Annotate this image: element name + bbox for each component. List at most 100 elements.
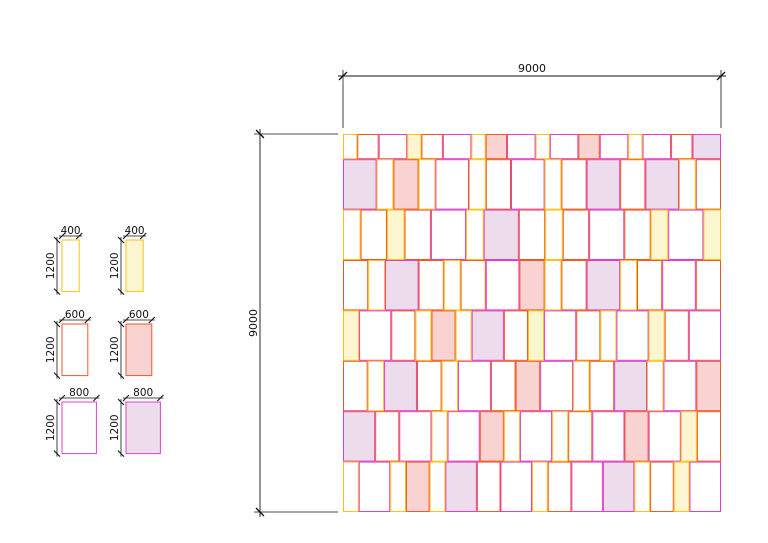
wall-panel [568,411,593,462]
wall-panel [544,159,562,210]
legend-panel-shape [61,239,80,293]
wall-panel [576,310,601,361]
legend-width-label: 800 [133,387,153,399]
wall-panel [544,260,562,311]
wall-panel [628,134,643,160]
wall-panel [415,310,432,361]
wall-panel [664,310,689,361]
wall-height-label: 9000 [247,309,260,337]
legend-width-tick-right [93,394,100,402]
wall-panel [578,134,600,160]
legend-width-label: 400 [61,225,81,237]
legend-height-label: 1200 [109,336,121,363]
legend-panel: 800 1200 [109,387,164,457]
legend-width-tick-left [58,394,66,402]
wall-panel [429,461,446,513]
legend-height-tick-top [53,398,61,406]
legend-height-tick-top [117,236,125,244]
wall-panel [435,159,469,210]
wall-panel [600,310,617,361]
legend-panel: 800 1200 [45,387,100,457]
wall-width-label: 9000 [518,62,546,75]
wall-panel [648,310,665,361]
legend-width-tick-left [58,316,66,324]
wall-panel [695,159,721,210]
wall-panel [343,209,361,261]
wall-panel [458,360,491,412]
wall-panel [695,260,721,311]
legend-height-label: 1200 [109,252,121,279]
wall-panel [384,360,417,412]
wall-panel [696,360,722,412]
wall-panel [511,159,545,210]
legend-width-tick-left [122,232,130,240]
legend-panel-shape [61,323,89,377]
wall-panel [375,411,400,462]
wall-panel [490,360,516,412]
wall-panel [466,209,484,261]
wall-panel [602,461,635,513]
wall-panel [648,411,681,462]
wall-panel [642,134,672,160]
legend-panel-shape [125,401,161,455]
wall-panel [689,461,721,513]
wall-height-tick-bottom [255,507,265,517]
legend-width-tick-right [157,394,164,402]
legend-panel-shape [61,401,97,455]
wall-panel [430,209,467,261]
wall-panel [485,260,520,311]
legend-width-tick-left [122,316,130,324]
legend-width-label: 600 [129,309,149,321]
wall-panel [385,260,419,311]
wall-panel [663,360,697,412]
wall-panel [589,360,615,412]
wall-height-tick-top [255,129,265,139]
legend-width-tick-right [75,232,83,240]
wall-panel [416,360,442,412]
wall-panel [692,134,721,160]
wall-panel [393,159,419,210]
wall-panel [406,461,430,513]
legend-height-tick-top [117,320,125,328]
wall-panel [599,134,629,160]
legend-width-label: 600 [65,309,85,321]
wall-panel [343,411,376,462]
legend-height-label: 1200 [45,414,57,441]
wall-panel [390,461,406,513]
wall-panel [431,411,448,462]
wall-panel [645,159,680,210]
legend-height-label: 1200 [45,252,57,279]
wall-panel [431,310,456,361]
legend-width-label: 800 [69,387,89,399]
legend-height-tick-bottom [117,372,125,379]
wall-panel [573,360,590,412]
legend-height-tick-bottom [117,450,125,457]
wall-panel [391,310,416,361]
wall-panel-grid [343,134,722,513]
legend-panel: 400 1200 [45,225,83,295]
wall-panel [343,159,377,210]
legend-panel: 400 1200 [109,225,147,295]
wall-panel [586,159,621,210]
wall-panel [562,209,590,261]
wall-panel [476,461,501,513]
wall-panel [421,134,443,160]
wall-panel [507,134,536,160]
wall-panel [519,411,553,462]
legend-panel: 600 1200 [45,309,92,379]
wall-panel [500,461,532,513]
wall-panel [343,260,369,311]
wall-panel [418,159,436,210]
legend-height-tick-top [53,320,61,328]
wall-panel [442,134,472,160]
wall-panel [485,159,511,210]
wall-panel [637,260,663,311]
legend-panel: 600 1200 [109,309,156,379]
wall-panel [634,461,651,513]
wall-panel [343,360,368,412]
legend-height-tick-top [117,398,125,406]
wall-panel [471,134,486,160]
wall-panel [441,360,459,412]
wall-panel [540,360,574,412]
